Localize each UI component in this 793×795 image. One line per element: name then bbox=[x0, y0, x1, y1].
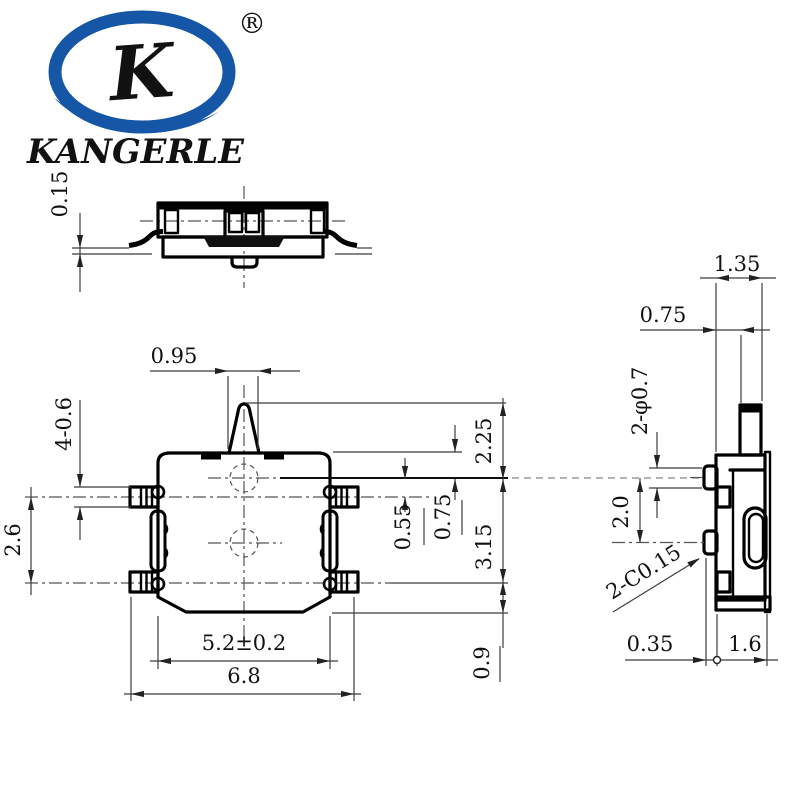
dim-lead-size: 4-0.6 bbox=[52, 397, 76, 451]
side-view bbox=[612, 403, 772, 614]
dim-head-width: 1.35 bbox=[714, 252, 761, 276]
dim-standoff: 0.15 bbox=[48, 171, 72, 218]
dim-peg-diameter: 2-φ0.7 bbox=[628, 367, 652, 436]
dim-body-width: 5.2±0.2 bbox=[202, 631, 286, 655]
top-view bbox=[25, 385, 432, 642]
registered-trademark-icon: ® bbox=[238, 7, 266, 40]
side-view-dimensions: 1.35 0.75 2-φ0.7 2.0 2-C0.15 0.35 1.6 bbox=[602, 252, 778, 666]
dim-actuator-width: 0.95 bbox=[151, 344, 198, 368]
top-view-leads bbox=[128, 485, 360, 594]
dim-stem-offset: 0.75 bbox=[640, 303, 687, 327]
brand-logo: K ® KANGERLE bbox=[26, 7, 266, 172]
dim-tip-to-center: 2.25 bbox=[472, 418, 496, 465]
dim-lead-protrusion: 0.35 bbox=[627, 632, 674, 656]
dim-overall-width: 6.8 bbox=[227, 664, 260, 688]
front-view-dimensions: 0.15 bbox=[48, 171, 372, 292]
dim-center-to-lead1: 0.55 bbox=[391, 504, 415, 551]
dim-lead-pitch: 2.6 bbox=[1, 523, 25, 556]
dim-top-to-center: 0.75 bbox=[431, 494, 455, 541]
dim-body-thickness: 1.6 bbox=[728, 632, 761, 656]
dim-lead2-to-bottom: 0.9 bbox=[470, 646, 494, 679]
top-view-dimensions: 0.95 2.25 3.15 0.9 0.75 0.55 bbox=[1, 344, 703, 701]
dim-chamfer: 2-C0.15 bbox=[602, 540, 685, 604]
dim-center-to-lead2: 3.15 bbox=[472, 524, 496, 571]
dim-peg-pitch: 2.0 bbox=[609, 495, 633, 528]
logo-swoosh bbox=[54, 98, 226, 133]
logo-letter: K bbox=[104, 28, 179, 119]
front-view bbox=[128, 186, 358, 288]
brand-name: KANGERLE bbox=[26, 132, 245, 172]
